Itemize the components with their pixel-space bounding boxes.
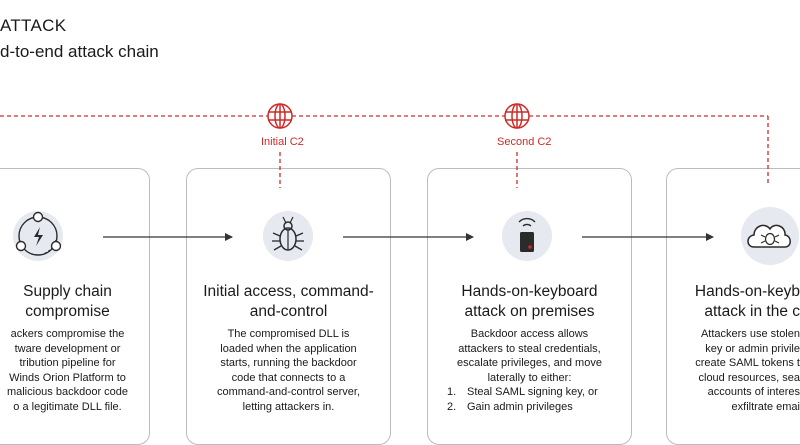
stage-card-supply-chain xyxy=(0,168,150,445)
stage-body-cloud: Attackers use stolen key or admin privil… xyxy=(695,328,800,413)
stage-steps-list: 1.Steal SAML signing key, or 2.Gain admi… xyxy=(447,385,632,414)
stage-body-supply-chain: ackers compromise the tware development … xyxy=(6,328,129,413)
c2-label-initial: Initial C2 xyxy=(261,136,304,148)
supply-chain-icon xyxy=(13,211,63,261)
c2-label-second: Second C2 xyxy=(497,136,552,148)
stage-title-supply-chain: Supply chain compromise xyxy=(23,283,112,320)
device-signal-icon xyxy=(502,211,552,261)
bug-icon xyxy=(263,211,313,261)
stage-title-initial-access: Initial access, command- and-control xyxy=(203,283,374,320)
stage-body-initial-access: The compromised DLL is loaded when the a… xyxy=(216,328,361,413)
cloud-bug-icon xyxy=(741,207,799,265)
globe-icon-initial-c2 xyxy=(267,103,293,129)
list-item: 1.Steal SAML signing key, or xyxy=(447,386,598,399)
c2-connection-path xyxy=(0,115,769,188)
stage-body-on-premises: Backdoor access allows attackers to stea… xyxy=(427,327,632,415)
list-item: 2.Gain admin privileges xyxy=(447,400,573,413)
header-title-line2: d-to-end attack chain xyxy=(0,42,159,61)
stage-title-on-premises: Hands-on-keyboard attack on premises xyxy=(461,283,598,320)
globe-icon-second-c2 xyxy=(504,103,530,129)
stage-title-cloud: Hands-on-keyb attack in the c xyxy=(694,283,800,320)
header-title-line1: ATTACK xyxy=(0,16,67,35)
